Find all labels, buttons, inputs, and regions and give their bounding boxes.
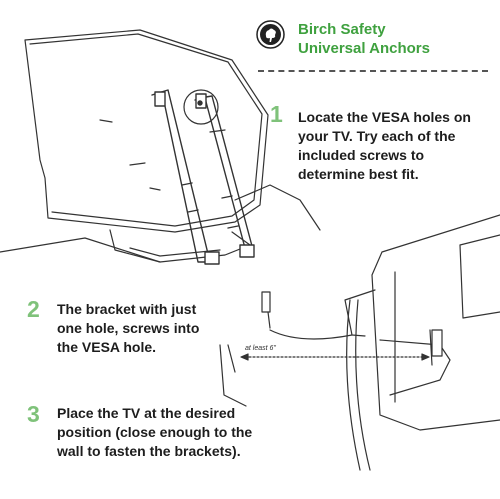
step-2-number: 2: [27, 296, 40, 322]
wall-mount-drawing: [219, 214, 500, 471]
step-3-text: Place the TV at the desired position (cl…: [57, 405, 253, 459]
tv-back-drawing: [0, 29, 321, 263]
brand-title: Birch Safety Universal Anchors: [298, 20, 430, 58]
brand-line-1: Birch Safety: [298, 21, 386, 38]
step-1-text: Locate the VESA holes on your TV. Try ea…: [298, 109, 471, 182]
tree-badge-icon: [256, 20, 285, 49]
step-3-number: 3: [27, 401, 40, 427]
measurement-label: at least 6": [245, 345, 276, 352]
vesa-highlight-circle: [183, 89, 219, 125]
brand-line-2: Universal Anchors: [298, 40, 430, 57]
header-divider: [258, 70, 488, 72]
tv-straps-drawing: [151, 89, 255, 265]
step-1-number: 1: [270, 101, 283, 127]
step-2-text: The bracket with just one hole, screws i…: [57, 301, 200, 355]
